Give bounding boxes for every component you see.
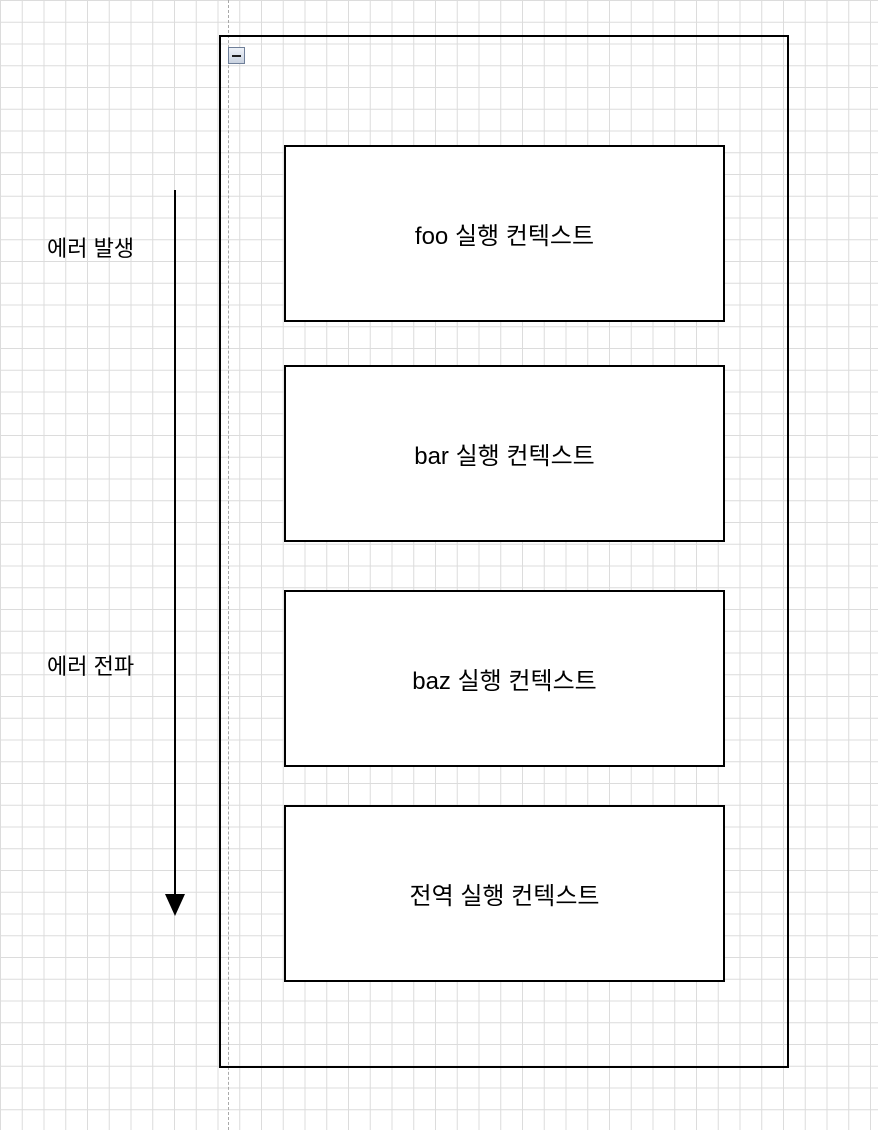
collapse-toggle-button[interactable] — [228, 47, 245, 64]
call-stack-container[interactable] — [219, 35, 789, 1068]
down-arrow-icon — [165, 894, 185, 916]
baz-context-box[interactable]: baz 실행 컨텍스트 — [284, 590, 725, 767]
minus-icon — [232, 54, 241, 57]
baz-context-label: baz 실행 컨텍스트 — [412, 668, 597, 695]
bar-context-box[interactable]: bar 실행 컨텍스트 — [284, 365, 725, 542]
error-occurrence-label: 에러 발생 — [47, 236, 135, 261]
flow-arrow-shaft[interactable] — [174, 190, 176, 898]
foo-context-label: foo 실행 컨텍스트 — [414, 223, 595, 250]
global-context-label: 전역 실행 컨텍스트 — [409, 883, 600, 910]
guide-line — [228, 0, 229, 1130]
error-propagation-label: 에러 전파 — [47, 654, 135, 679]
global-context-box[interactable]: 전역 실행 컨텍스트 — [284, 805, 725, 982]
bar-context-label: bar 실행 컨텍스트 — [414, 443, 595, 470]
foo-context-box[interactable]: foo 실행 컨텍스트 — [284, 145, 725, 322]
